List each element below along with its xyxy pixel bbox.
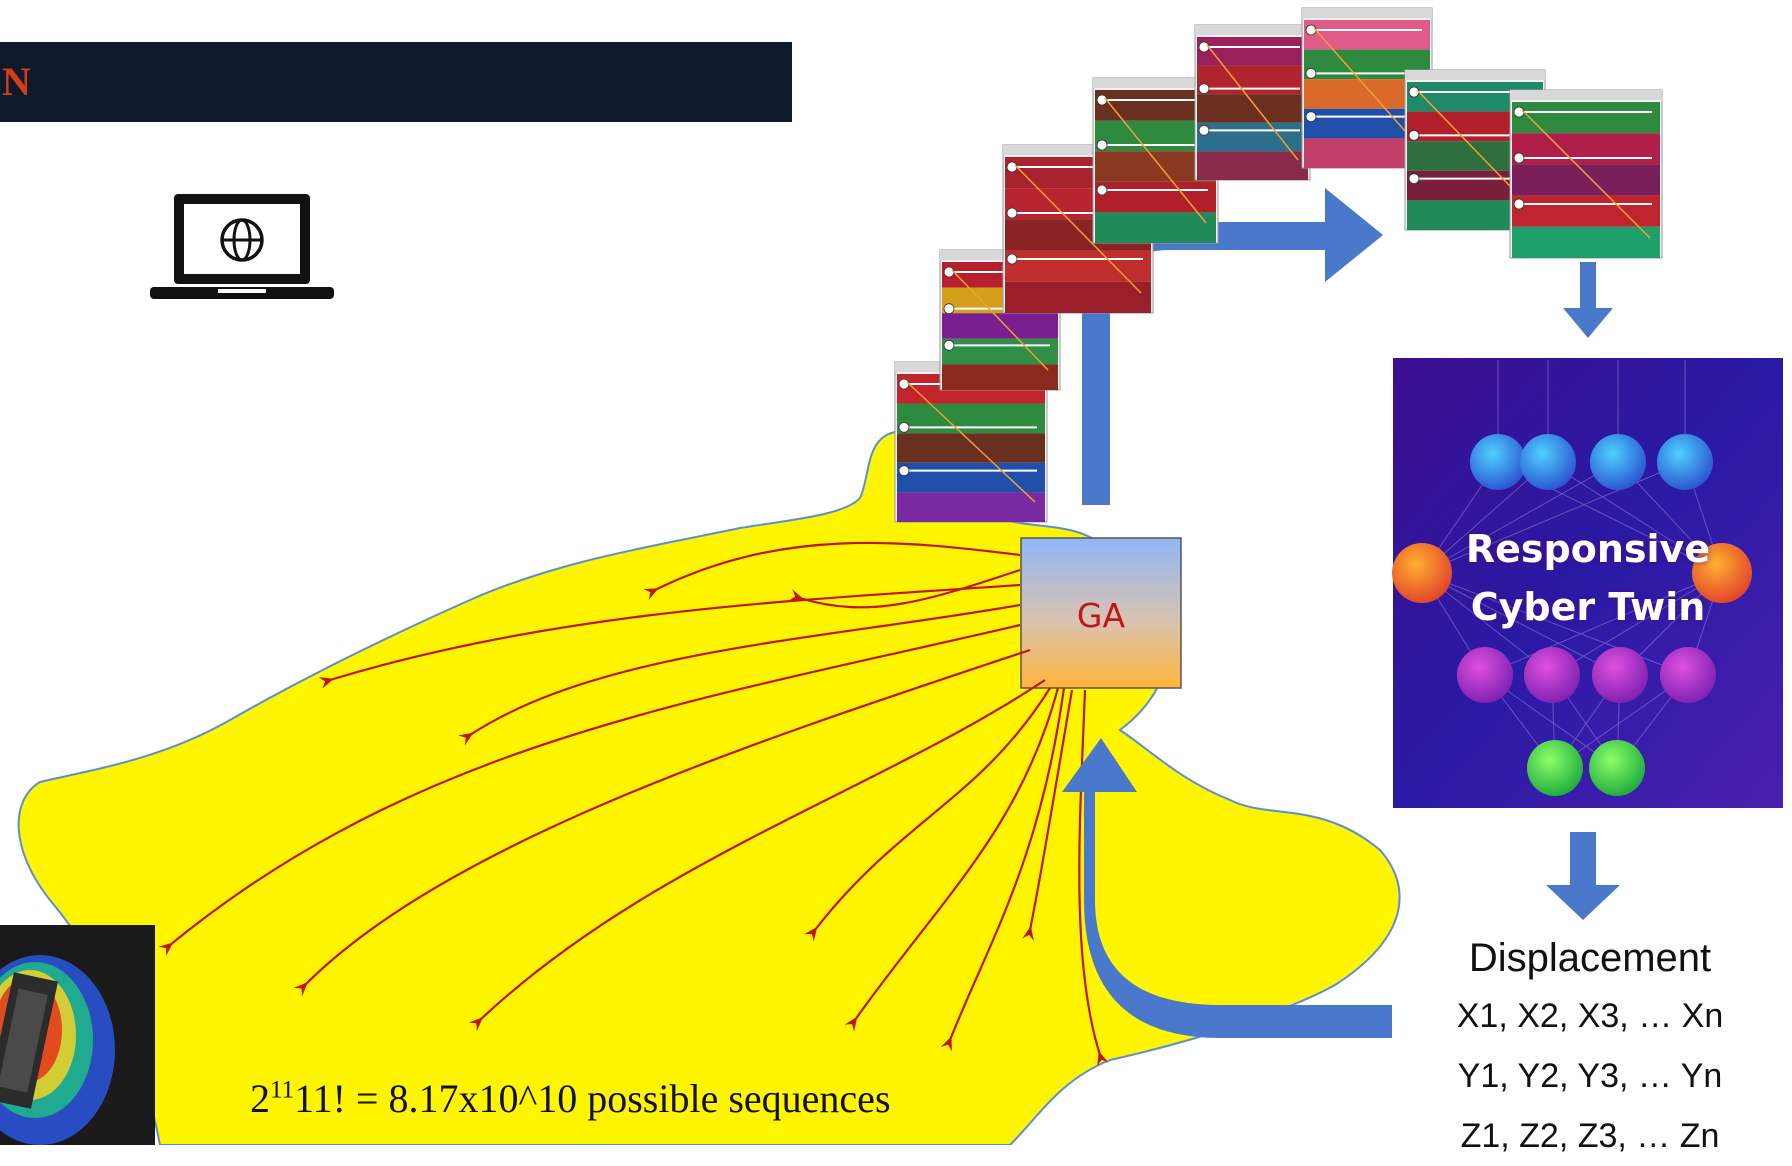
sequence-thumbnail-6 [1301,7,1433,169]
displacement-to-ga-arrow [1062,738,1392,1038]
equation-base: 2 [250,1076,270,1121]
sequence-arrow-5 [158,623,1021,956]
sequence-count-equation: 21111! = 8.17x10^10 possible sequences [250,1075,891,1122]
neural-network-graphic [1392,360,1752,796]
ga-to-sequences-arrow [1082,188,1383,505]
neuron-3-3 [1592,647,1648,703]
equation-exponent: 11 [270,1076,295,1104]
flow-arrows [1062,188,1620,1038]
twin-to-displacement-arrow [1546,832,1620,920]
sequence-arrows [158,541,1109,1067]
sequences-to-twin-arrow [1563,262,1613,338]
sequence-arrow-7 [468,679,1046,1032]
displacement-y: Y1, Y2, Y3, … Yn [1457,1057,1723,1095]
neuron-2-2 [1692,543,1752,603]
sequence-thumbnail-2 [939,249,1061,391]
ga-box [1020,537,1182,689]
sequence-arrow-8 [804,687,1051,942]
sequence-arrow-11 [1022,689,1074,941]
header-title: N [2,59,33,104]
displacement-z: Z1, Z2, Z3, … Zn [1460,1117,1720,1155]
displacement-block: Displacement X1, X2, X3, … Xn Y1, Y2, Y3… [1395,930,1785,1166]
sequence-arrow-2 [788,568,1021,609]
sequence-arrow-4 [458,603,1021,746]
displacement-title: Displacement [1468,936,1712,980]
sequence-arrow-3 [318,583,1021,689]
sequence-thumbnail-5 [1194,24,1311,181]
displacement-x: X1, X2, X3, … Xn [1456,997,1724,1035]
sequence-thumbnail-8 [1509,89,1663,259]
equation-rest: 11! = 8.17x10^10 possible sequences [294,1076,891,1121]
sequence-arrow-9 [844,687,1060,1032]
laptop-globe-icon [150,194,334,299]
neuron-3-2 [1524,647,1580,703]
scan-sequence-thumbnails [894,7,1663,523]
neuron-3-1 [1457,647,1513,703]
neuron-2-1 [1392,543,1452,603]
sequence-arrow-1 [643,541,1021,600]
ga-label: GA [1076,596,1126,635]
sequence-arrow-6 [293,648,1031,997]
neuron-1-3 [1590,434,1646,490]
neuron-1-2 [1520,434,1576,490]
neuron-1-4 [1657,434,1713,490]
neuron-1-1 [1470,434,1526,490]
thermal-scan-image [0,925,155,1145]
neuron-4-1 [1527,740,1583,796]
search-space-region [17,430,1401,1145]
cyber-twin-label: Responsive Cyber Twin [1465,527,1711,629]
neuron-3-4 [1660,647,1716,703]
sequence-arrow-10 [940,687,1066,1052]
header-bar [0,42,792,122]
neuron-4-2 [1589,740,1645,796]
sequence-arrow-12 [1078,689,1109,1067]
